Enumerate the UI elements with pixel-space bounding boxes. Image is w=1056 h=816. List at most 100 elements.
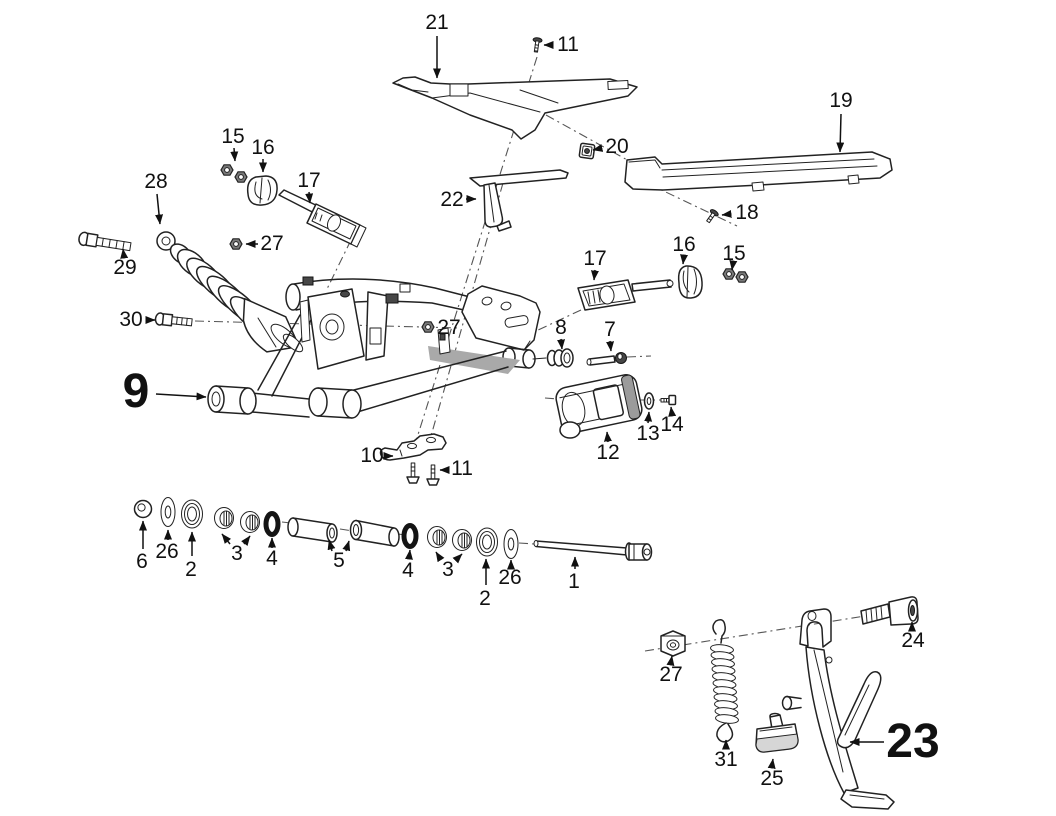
callout-20: 20 [605, 135, 628, 158]
part-22-bracket [469, 169, 569, 232]
part-18-screw [706, 209, 719, 224]
callout-2-left: 2 [185, 558, 197, 581]
part-15-nuts-left [220, 164, 248, 183]
leader-13 [644, 411, 653, 424]
leader-5 [327, 539, 336, 552]
part-17-chain-adjuster-right [577, 279, 674, 311]
callout-9: 9 [123, 365, 150, 418]
callout-11-bottom: 11 [451, 457, 473, 480]
callout-1: 1 [568, 570, 580, 593]
part-24-pivot-bolt [860, 596, 919, 626]
part-27-nut-left [229, 238, 243, 250]
part-6-nut [133, 499, 153, 519]
part-29-bolt [78, 231, 132, 252]
callout-26-left: 26 [155, 540, 178, 563]
callout-30: 30 [119, 308, 142, 331]
part-15-nuts-right [722, 268, 749, 283]
part-19-chain-guard [624, 151, 893, 192]
callout-6: 6 [136, 550, 148, 573]
callout-2-right: 2 [479, 587, 491, 610]
callout-12: 12 [596, 441, 619, 464]
part-2-seal-right [476, 527, 498, 557]
leader-29 [120, 248, 129, 259]
part-23-side-stand [781, 608, 895, 810]
leader-4-right [404, 549, 413, 560]
callout-25: 25 [760, 767, 783, 790]
callout-15-left: 15 [221, 125, 244, 148]
leader-28 [155, 193, 164, 225]
part-13-washer [643, 392, 655, 410]
leader-7 [606, 340, 615, 352]
part-17-chain-adjuster-left [278, 189, 367, 248]
leader-14 [668, 406, 677, 417]
callout-26-right: 26 [498, 566, 521, 589]
part-4-oring-right [404, 526, 416, 547]
part-9-swingarm [207, 276, 541, 419]
part-25-rubber-stop [755, 712, 799, 753]
callout-21: 21 [425, 11, 448, 34]
part-11-screws-bottom [406, 462, 440, 486]
callout-8: 8 [555, 316, 567, 339]
part-27-nut-stand [660, 630, 686, 657]
callout-27-left: 27 [260, 232, 283, 255]
leader-17-right [590, 269, 599, 281]
leader-5 [342, 540, 351, 552]
callout-29: 29 [113, 256, 136, 279]
leader-3-right [435, 551, 445, 563]
callout-15-right: 15 [722, 242, 745, 265]
leader-15-right [729, 260, 738, 271]
leader-20 [592, 144, 604, 152]
callout-28: 28 [144, 170, 167, 193]
callout-27-stand: 27 [659, 663, 682, 686]
callout-16-left: 16 [251, 136, 274, 159]
part-7-pin [586, 352, 627, 366]
leader-8 [557, 338, 566, 350]
part-11-screw-top [532, 37, 543, 53]
leader-3-left [241, 535, 251, 546]
part-31-spring [710, 619, 739, 743]
part-12-chain-guide [555, 374, 643, 439]
callout-3-right: 3 [442, 558, 454, 581]
part-28-shock-absorber [156, 231, 304, 353]
part-20-clip-nut [578, 142, 596, 160]
callout-22: 22 [440, 188, 463, 211]
part-3-bearings-left [214, 507, 260, 533]
callout-11-top: 11 [557, 33, 579, 56]
part-27-nut-center [421, 321, 435, 333]
part-26-washer-right [503, 529, 519, 559]
callout-23: 23 [886, 715, 939, 768]
callout-13: 13 [636, 422, 659, 445]
callout-10: 10 [360, 444, 383, 467]
part-3-bearings-right [427, 526, 472, 551]
callout-17-left: 17 [297, 169, 320, 192]
callout-24: 24 [901, 629, 925, 652]
leader-3-right [452, 553, 463, 564]
callout-27-center: 27 [437, 316, 460, 339]
part-2-seal-left [181, 499, 203, 529]
part-5-spacers [287, 517, 400, 547]
leader-18 [721, 209, 732, 218]
part-16-damper-left [246, 175, 278, 206]
part-26-washer-left [160, 497, 176, 527]
callout-14: 14 [660, 413, 684, 436]
callout-5: 5 [333, 549, 345, 572]
callout-4-left: 4 [266, 547, 278, 570]
leader-15-left [230, 147, 239, 162]
leader-17-left [305, 191, 314, 204]
callout-17-right: 17 [583, 247, 606, 270]
part-21-inner-fender [392, 76, 638, 140]
callout-16-right: 16 [672, 233, 695, 256]
callout-7: 7 [604, 318, 616, 341]
part-8-bushing [532, 348, 574, 368]
part-1-pivot-bolt [533, 540, 653, 561]
part-30-bolt [154, 312, 193, 327]
callout-4-right: 4 [402, 559, 414, 582]
leader-27-stand [666, 655, 675, 667]
callout-31: 31 [714, 748, 737, 771]
leader-16-right [680, 254, 689, 265]
part-4-oring-left [266, 514, 278, 535]
callout-3-left: 3 [231, 542, 243, 565]
